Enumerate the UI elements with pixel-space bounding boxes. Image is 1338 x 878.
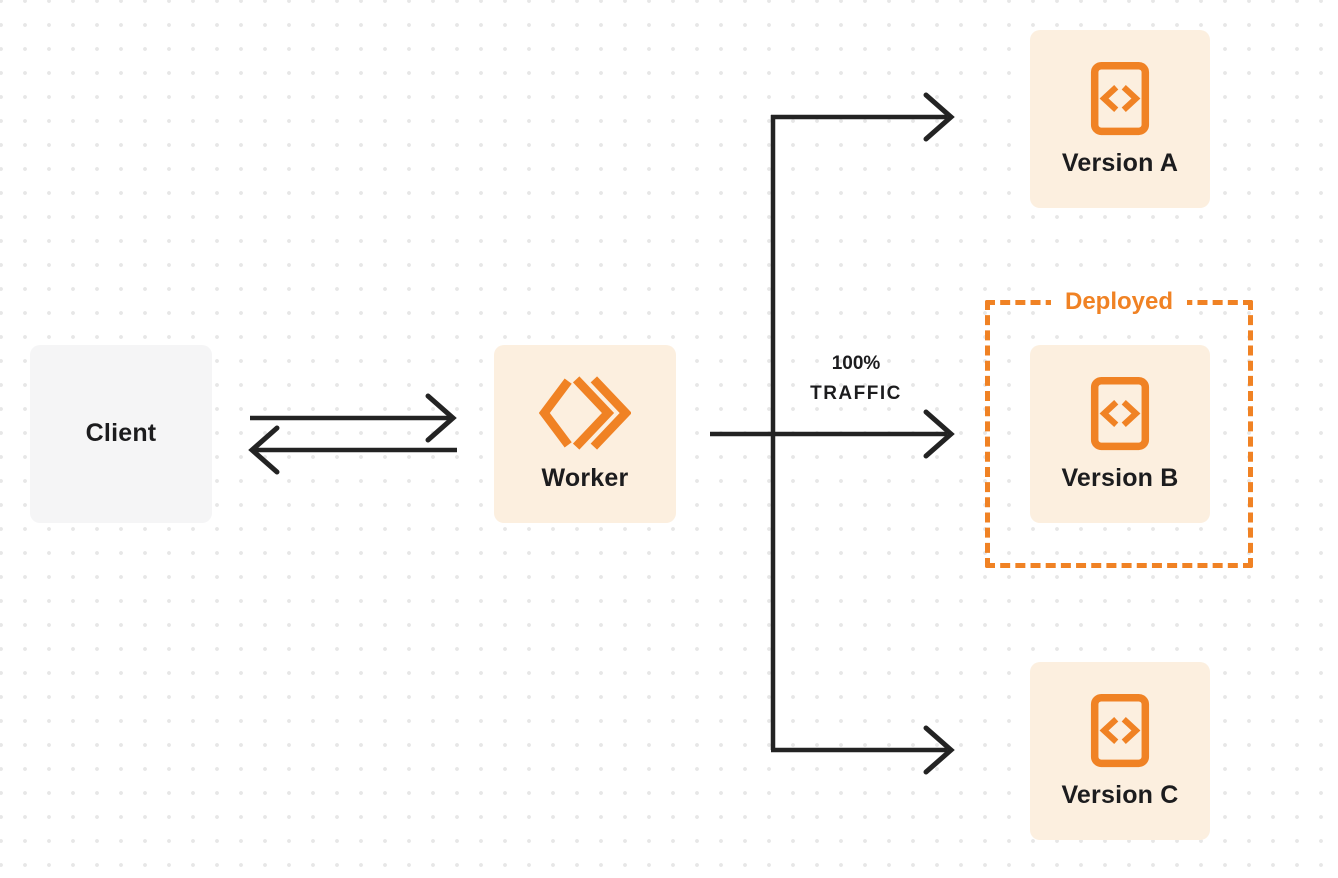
version-c-node: Version C: [1030, 662, 1210, 840]
arrow-client-to-worker: [250, 393, 457, 443]
worker-label: Worker: [541, 464, 629, 493]
client-label: Client: [85, 419, 157, 448]
traffic-annotation: 100% TRAFFIC: [786, 349, 926, 409]
client-node: Client: [30, 345, 212, 523]
version-c-label: Version C: [1061, 780, 1179, 809]
code-file-icon: [1090, 376, 1150, 450]
arrow-worker-to-client: [248, 425, 457, 475]
version-a-label: Version A: [1061, 148, 1179, 177]
traffic-word: TRAFFIC: [810, 383, 902, 404]
traffic-branch-lines: [710, 92, 955, 775]
version-b-node: Version B: [1030, 345, 1210, 523]
cloudflare-workers-logo-icon: [539, 376, 631, 450]
worker-node: Worker: [494, 345, 676, 523]
code-file-icon: [1090, 61, 1150, 135]
version-a-node: Version A: [1030, 30, 1210, 208]
deployed-label: Deployed: [1050, 286, 1188, 318]
version-b-label: Version B: [1061, 463, 1179, 492]
code-file-icon: [1090, 693, 1150, 767]
deployed-group-box: Deployed: [985, 286, 1253, 568]
traffic-percent: 100%: [831, 353, 881, 374]
